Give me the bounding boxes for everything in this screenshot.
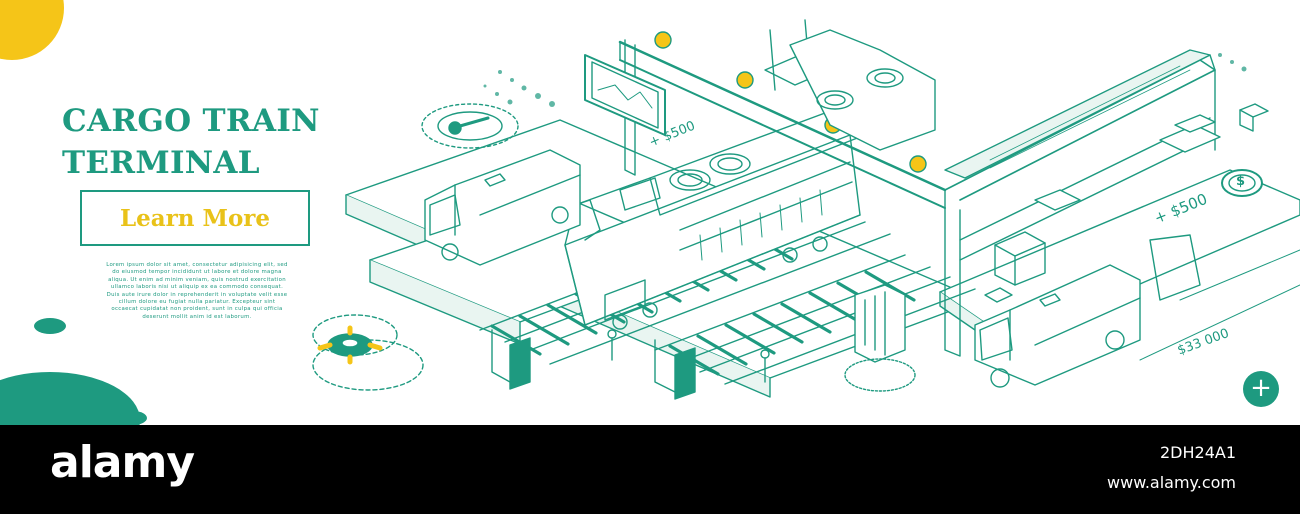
- teal-corner-blob: [0, 372, 140, 425]
- illustration-canvas: CARGO TRAIN TERMINAL Learn More Lorem ip…: [0, 0, 1300, 425]
- delivery-van-right: [974, 234, 1201, 388]
- dollar-coin-symbol: $: [1236, 174, 1246, 189]
- title-line-2: TERMINAL: [62, 145, 260, 181]
- body-text: Lorem ipsum dolor sit amet, consectetur …: [106, 262, 288, 320]
- page-title: CARGO TRAIN TERMINAL: [62, 100, 342, 184]
- trash-bin: [844, 284, 916, 392]
- gear-badge: [312, 314, 424, 391]
- teal-dot: [34, 318, 66, 334]
- dollar-coin: [1221, 169, 1263, 197]
- watermark-image-id: 2DH24A1: [1159, 443, 1236, 462]
- warehouse: [944, 49, 1211, 179]
- watermark-logo: alamy: [50, 437, 195, 488]
- delivery-van-left: [424, 149, 581, 266]
- watermark-bar: [0, 425, 1300, 514]
- watermark-url: www.alamy.com: [1107, 473, 1236, 492]
- dot-pattern: [483, 53, 1247, 107]
- locomotive: [564, 99, 871, 330]
- learn-more-button[interactable]: Learn More: [80, 190, 310, 246]
- rail-track-right: [654, 254, 976, 385]
- cargo-pallets: [984, 103, 1269, 303]
- yellow-corner-blob: [0, 0, 64, 60]
- plus-button[interactable]: +: [1243, 371, 1279, 407]
- title-line-1: CARGO TRAIN: [62, 103, 320, 139]
- teal-dot-small: [119, 411, 147, 425]
- isometric-terminal-illustration: [0, 0, 1300, 425]
- key-badge: [421, 103, 519, 149]
- billboard: [584, 54, 666, 136]
